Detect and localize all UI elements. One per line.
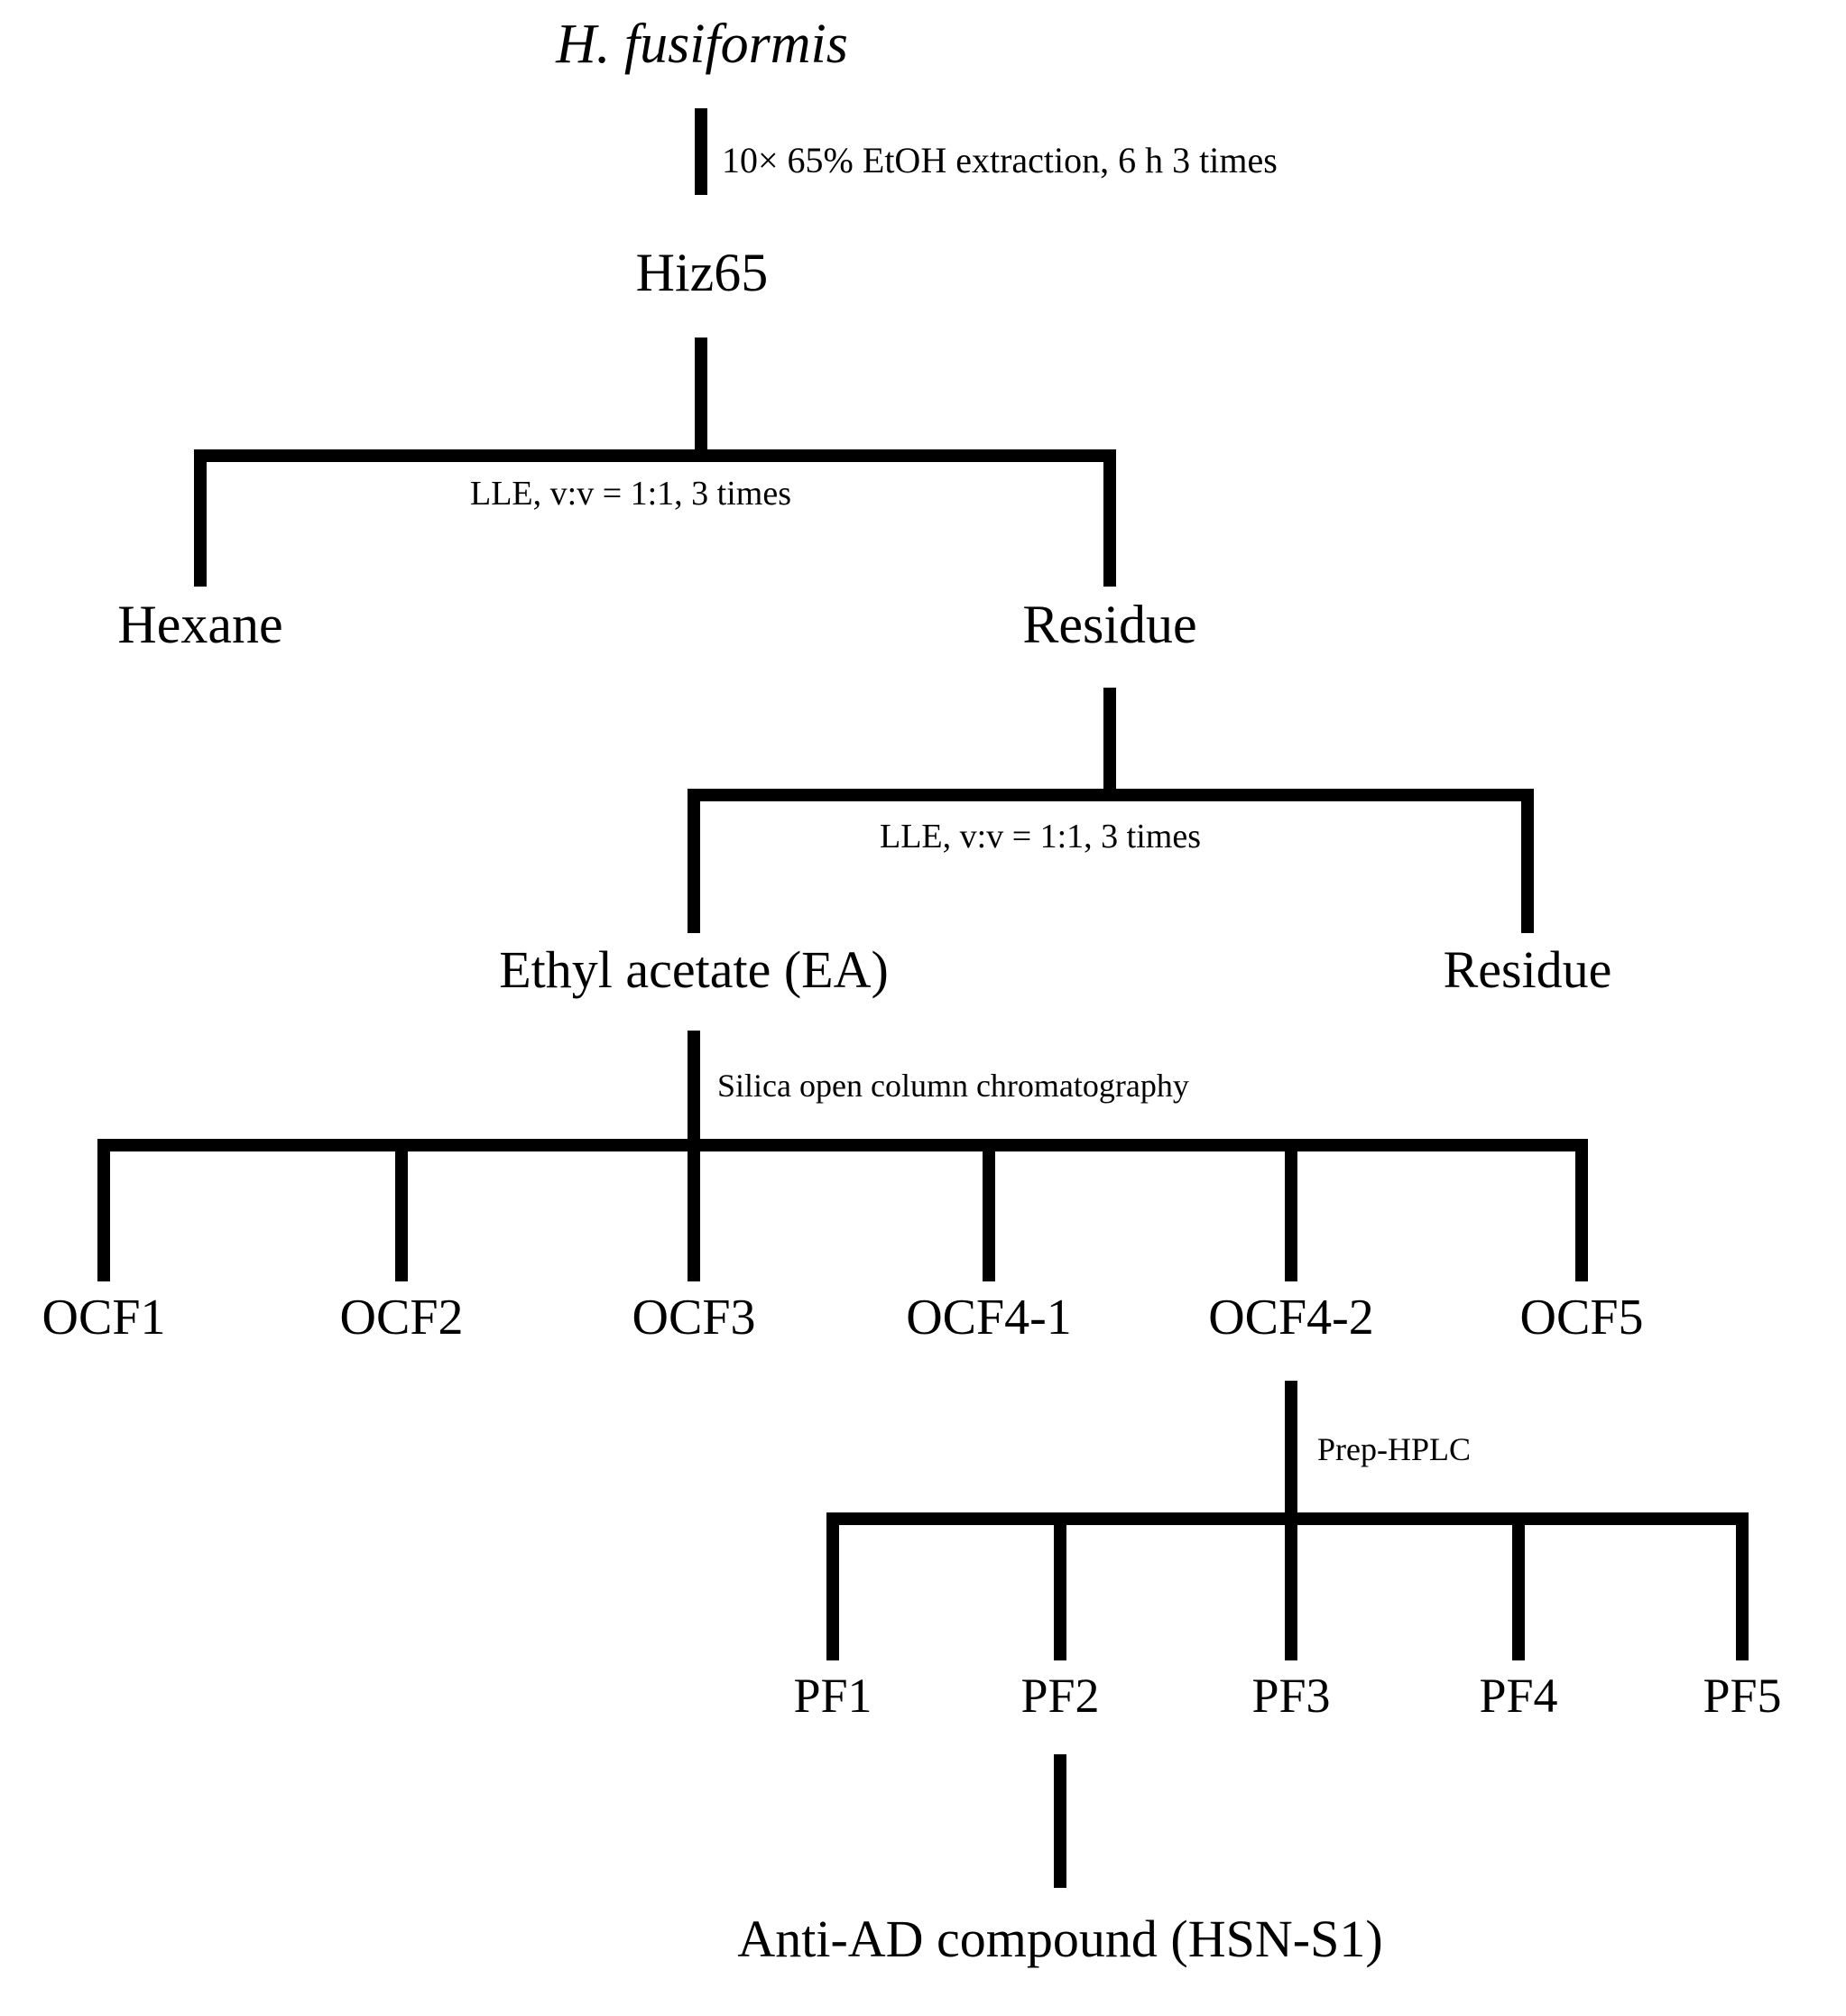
edge-pf2-to-final: [1054, 1754, 1066, 1888]
edge-label-silica: Silica open column chromatography: [717, 1068, 1189, 1104]
edge-split1-to-hexane: [194, 449, 207, 587]
edge-split4-to-pf4: [1512, 1512, 1525, 1660]
edge-split4-to-pf3: [1285, 1512, 1297, 1660]
node-residue-2: Residue: [1443, 940, 1612, 999]
edge-split1-to-residue1: [1103, 449, 1116, 587]
edge-split3-to-ocf4-2: [1285, 1139, 1297, 1281]
edge-label-prep-hplc: Prep-HPLC: [1317, 1431, 1471, 1467]
node-ocf1: OCF1: [42, 1290, 166, 1346]
node-final-compound: Anti-AD compound (HSN-S1): [737, 1910, 1383, 1968]
node-ethyl-acetate: Ethyl acetate (EA): [499, 940, 889, 999]
split-bus-3: [97, 1139, 1588, 1151]
node-extract: Hiz65: [635, 243, 769, 302]
node-ocf4-2: OCF4-2: [1208, 1290, 1374, 1346]
edge-ea-to-split3: [688, 1031, 700, 1150]
edge-split3-to-ocf4-1: [983, 1139, 995, 1281]
edge-label-extraction: 10× 65% EtOH extraction, 6 h 3 times: [722, 140, 1278, 180]
edge-split4-to-pf1: [826, 1512, 839, 1660]
node-pf3: PF3: [1251, 1669, 1331, 1723]
split-bus-2: [688, 789, 1534, 801]
edge-split3-to-ocf2: [395, 1139, 408, 1281]
edge-split4-to-pf5: [1736, 1512, 1749, 1660]
edge-species-to-extract: [695, 108, 707, 195]
node-ocf2: OCF2: [339, 1290, 464, 1346]
node-pf2: PF2: [1020, 1669, 1100, 1723]
edge-split3-to-ocf1: [97, 1139, 110, 1281]
node-pf1: PF1: [793, 1669, 872, 1723]
edge-split3-to-ocf3: [688, 1139, 700, 1281]
edge-split2-to-ea: [688, 789, 700, 933]
node-ocf3: OCF3: [632, 1290, 756, 1346]
node-residue-1: Residue: [1022, 595, 1197, 654]
edge-split3-to-ocf5: [1575, 1139, 1588, 1281]
node-ocf5: OCF5: [1519, 1290, 1644, 1346]
edge-residue1-to-split2: [1103, 688, 1116, 801]
edge-split2-to-residue2: [1521, 789, 1534, 933]
node-pf4: PF4: [1479, 1669, 1558, 1723]
edge-split4-to-pf2: [1054, 1512, 1066, 1660]
edge-label-lle1: LLE, v:v = 1:1, 3 times: [470, 475, 792, 513]
node-species: H. fusiformis: [556, 14, 848, 75]
edge-extract-to-split1: [695, 338, 707, 462]
edge-ocf4-2-to-split4: [1285, 1381, 1297, 1523]
node-hexane: Hexane: [117, 595, 283, 654]
node-pf5: PF5: [1703, 1669, 1782, 1723]
edge-label-lle2: LLE, v:v = 1:1, 3 times: [880, 818, 1202, 855]
node-ocf4-1: OCF4-1: [906, 1290, 1072, 1346]
split-bus-1: [194, 449, 1116, 462]
